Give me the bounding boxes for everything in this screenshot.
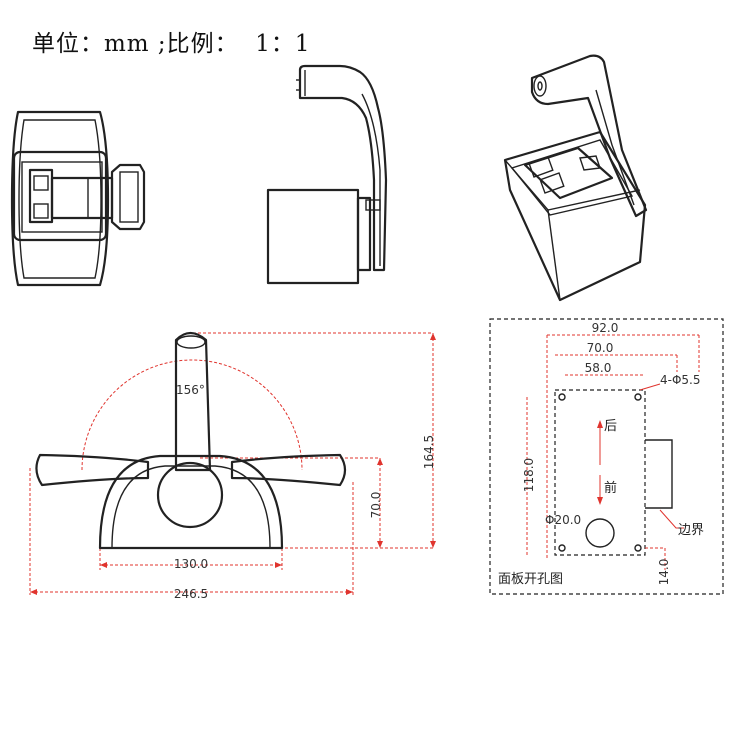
height-label: 164.5: [422, 435, 436, 469]
cutout-height-label: 118.0: [522, 458, 536, 492]
cutout-caption: 面板开孔图: [498, 572, 563, 587]
cutout-width-outer: 92.0: [592, 321, 619, 335]
side-view: [266, 64, 388, 285]
edge-label: 边界: [678, 523, 704, 538]
front-view: [29, 331, 436, 595]
bottom-offset-label: 14.0: [657, 559, 671, 586]
direction-front-label: 前: [604, 480, 617, 496]
cutout-width-inner: 58.0: [585, 361, 612, 375]
hole-spec-label: 4-Φ5.5: [660, 373, 701, 387]
direction-back-label: 后: [604, 419, 617, 434]
center-hole-label: Φ20.0: [545, 513, 581, 527]
cutout-width-mid: 70.0: [587, 341, 614, 355]
panel-cutout: [489, 318, 724, 595]
top-view: [10, 110, 146, 287]
unit-scale-title: 单位：mm ;比例： 1：1: [32, 31, 311, 57]
base-height-label: 70.0: [369, 492, 383, 519]
total-width-label: 246.5: [174, 587, 208, 601]
angle-label: 156°: [176, 383, 205, 397]
iso-view: [503, 54, 648, 302]
base-width-label: 130.0: [174, 557, 208, 571]
